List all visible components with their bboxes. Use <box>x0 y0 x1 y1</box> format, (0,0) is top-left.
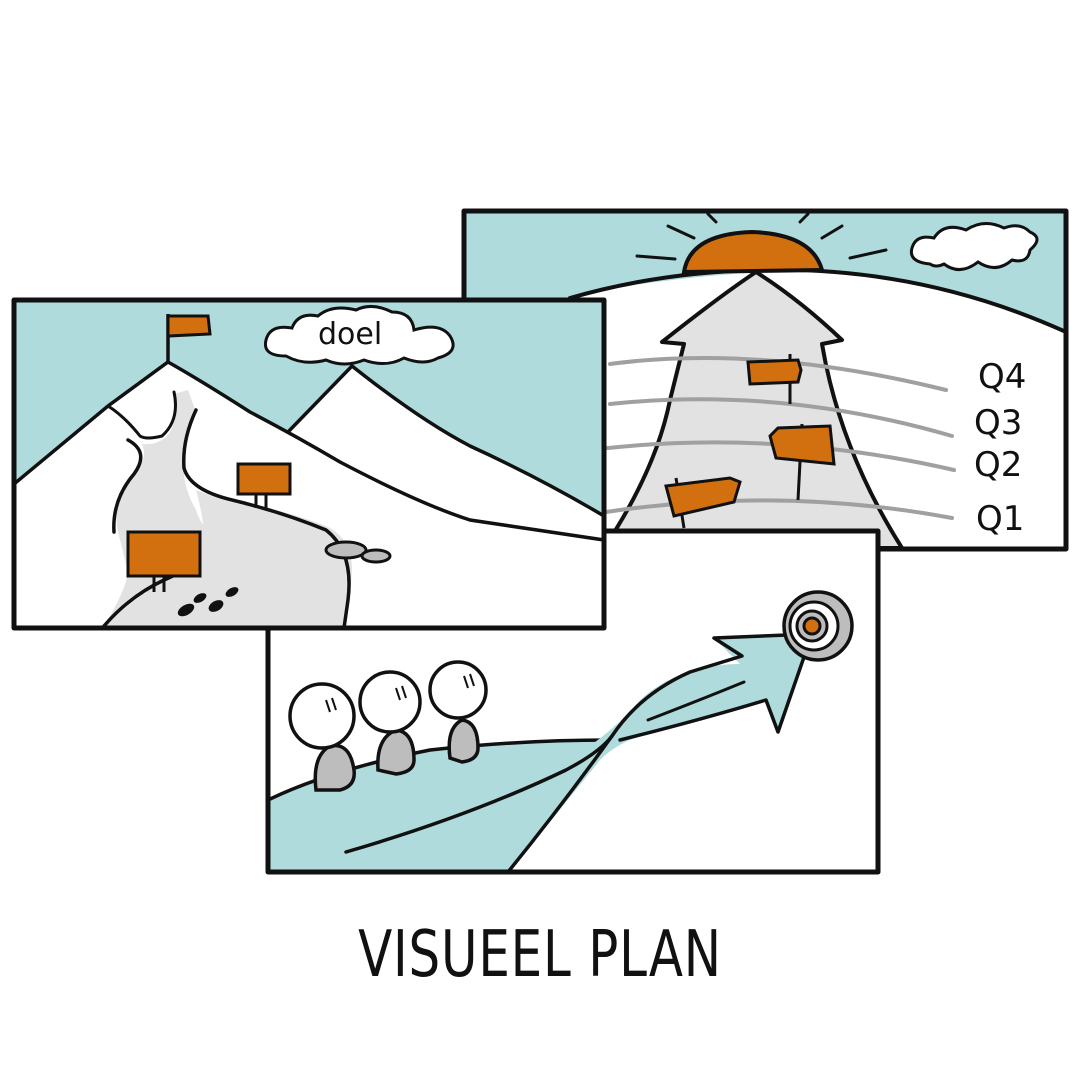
sun-icon <box>635 213 888 275</box>
cloud-icon <box>263 305 455 366</box>
quarter-label: Q4 <box>978 357 1026 397</box>
arrow-road <box>602 270 904 547</box>
quarter-label: Q2 <box>974 445 1022 485</box>
stone <box>324 540 392 564</box>
signpost-icon <box>126 530 202 592</box>
quarter-label: Q3 <box>974 403 1022 443</box>
goal-label: doel <box>318 317 382 352</box>
flag-icon <box>166 314 212 364</box>
cloud-icon <box>909 222 1039 271</box>
arrow-icon <box>344 632 814 870</box>
signpost-icon <box>746 354 803 404</box>
page-title: VISUEEL PLAN <box>358 918 722 992</box>
signpost-icon <box>768 423 836 501</box>
target-icon <box>782 590 854 662</box>
person-icon <box>288 682 356 792</box>
signpost-icon <box>664 476 742 529</box>
person-icon <box>358 670 422 776</box>
mountain-panel: doel <box>11 297 607 631</box>
signpost-icon <box>236 462 292 508</box>
person-icon <box>428 660 488 764</box>
quarter-label: Q1 <box>976 499 1024 539</box>
footprints-icon <box>177 587 239 617</box>
